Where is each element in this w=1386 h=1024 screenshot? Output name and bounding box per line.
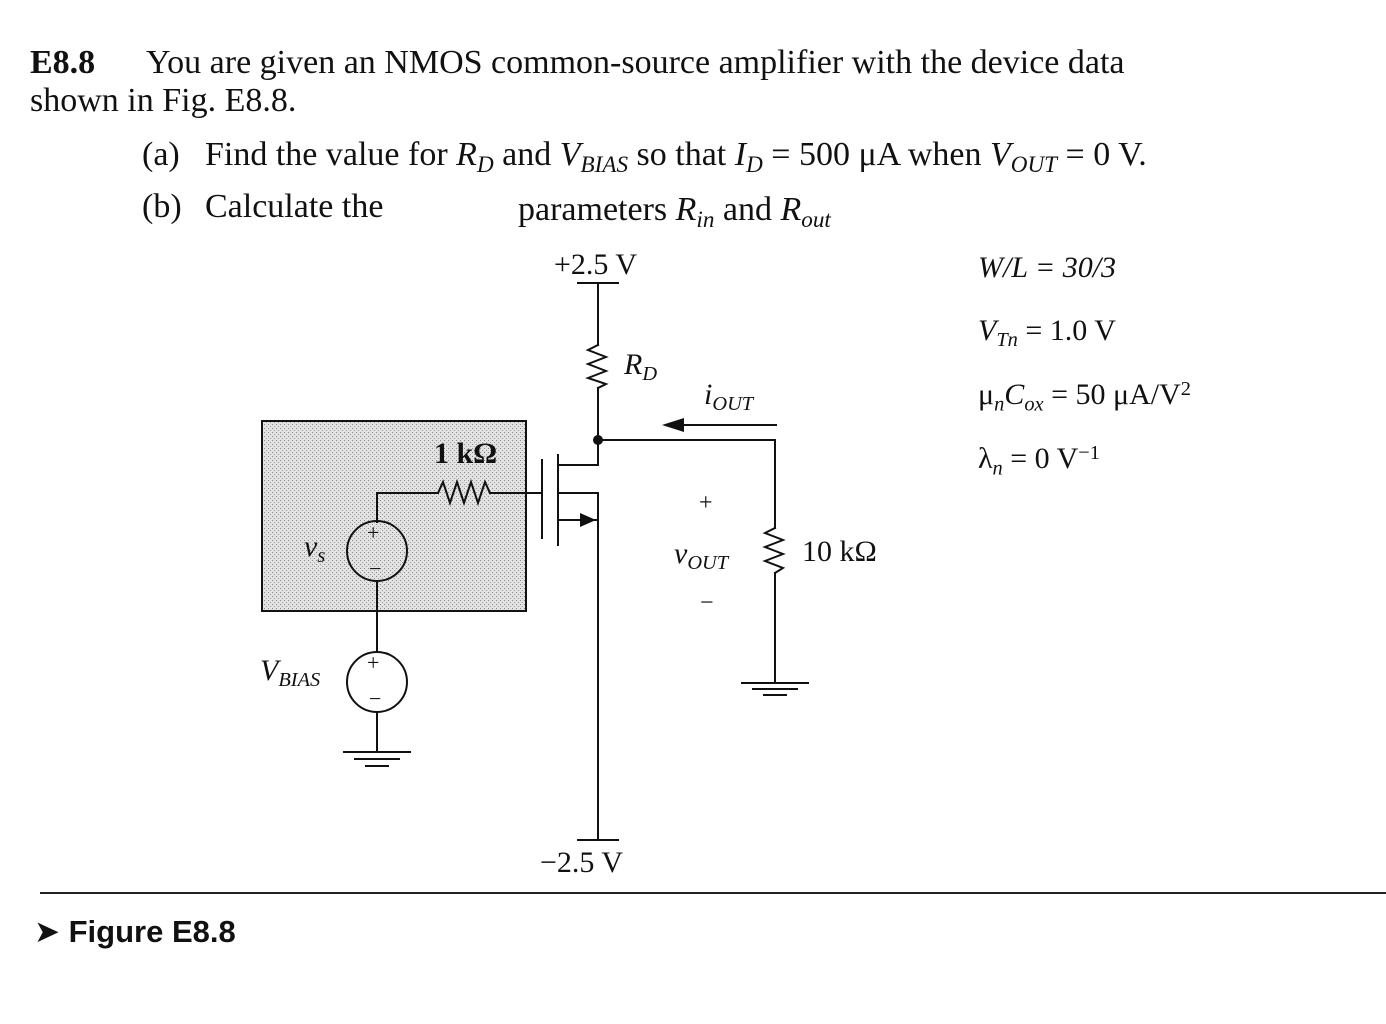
part-b-t3: and	[714, 191, 781, 228]
rs-resistor	[436, 478, 492, 507]
id-symbol: I	[734, 136, 747, 173]
vbias-plus-sign: +	[367, 650, 380, 675]
vbias-label-sub: BIAS	[278, 669, 321, 692]
vtn-main: V	[978, 314, 997, 347]
signal-source-box	[261, 420, 527, 612]
problem-number: E8.8	[30, 44, 96, 81]
part-a-t2: and	[493, 136, 560, 173]
part-b-text-end: parameters Rin and Rout	[518, 191, 831, 234]
vbias-minus-sign: −	[369, 686, 382, 711]
vbias-label: VBIAS	[260, 654, 320, 692]
rin-subscript: in	[696, 206, 715, 233]
rd-label-sub: D	[642, 363, 658, 386]
cox-sub: ox	[1024, 393, 1044, 416]
vs-minus-sign: −	[369, 556, 382, 581]
nmos-source-arrow-icon	[580, 513, 596, 527]
mu-main: μ	[978, 378, 995, 412]
rin-symbol: R	[675, 191, 697, 228]
vss-label: −2.5 V	[540, 846, 624, 879]
device-wl: W/L = 30/3	[978, 251, 1116, 285]
part-a-t4: = 500 μA when	[762, 136, 990, 173]
drain-node-dot	[593, 435, 603, 445]
part-b-t2: parameters	[518, 191, 676, 228]
rout-symbol: R	[780, 191, 802, 228]
iout-arrow-head-icon	[662, 418, 684, 432]
id-subscript: D	[746, 151, 763, 178]
vdd-label: +2.5 V	[554, 248, 638, 281]
part-a-text: Find the value for RD and VBIAS so that …	[205, 136, 1147, 179]
vout-minus-sign: −	[700, 590, 714, 616]
vtn-sub: Tn	[996, 329, 1018, 352]
caption-text: Figure E8.8	[68, 914, 236, 949]
caption-rule	[40, 892, 1386, 894]
vs-label: vs	[304, 530, 325, 568]
rd-resistor	[585, 343, 609, 390]
vout-label-sub: OUT	[687, 552, 729, 575]
lambda-exponent: −1	[1078, 442, 1100, 464]
device-mucox: μnCox = 50 μA/V2	[978, 378, 1191, 416]
rd-symbol: R	[456, 136, 477, 173]
statement-line-1: You are given an NMOS common-source ampl…	[146, 44, 1125, 81]
mucox-value: = 50 μA/V	[1043, 378, 1181, 412]
iout-label-main: i	[704, 378, 713, 411]
rs-value-label: 1 kΩ	[434, 437, 498, 470]
vout-subscript: OUT	[1010, 151, 1058, 178]
rout-subscript: out	[801, 206, 831, 233]
vs-label-sub: s	[317, 545, 326, 568]
part-a-t3: so that	[628, 136, 735, 173]
device-vtn: VTn = 1.0 V	[978, 314, 1116, 352]
lambda-sub: n	[992, 457, 1003, 480]
vs-label-main: v	[304, 530, 318, 563]
vbias-label-main: V	[260, 654, 279, 687]
caption-arrow-icon: ➤	[34, 914, 60, 949]
iout-label: iOUT	[704, 378, 753, 416]
vout-label: vOUT	[674, 537, 728, 575]
cox-main: C	[1004, 378, 1025, 412]
vbias-symbol: V	[559, 136, 581, 173]
vout-symbol: V	[990, 136, 1011, 173]
part-b-text-start: Calculate the	[205, 188, 384, 225]
device-wl-text: W/L = 30/3	[978, 251, 1117, 284]
rl-resistor	[762, 526, 786, 575]
iout-label-sub: OUT	[712, 393, 754, 416]
vout-plus-sign: +	[699, 490, 713, 516]
lambda-main: λ	[978, 442, 993, 476]
rd-subscript: D	[476, 151, 494, 178]
part-b-label: (b)	[142, 188, 182, 225]
vtn-value: = 1.0 V	[1017, 314, 1116, 347]
statement-line-2: shown in Fig. E8.8.	[30, 82, 297, 119]
part-a-label: (a)	[142, 136, 180, 173]
rl-value-label: 10 kΩ	[802, 535, 877, 568]
vs-plus-sign: +	[367, 520, 380, 545]
vout-label-main: v	[674, 537, 688, 570]
rd-label: RD	[624, 348, 657, 386]
rd-label-main: R	[624, 348, 643, 381]
mucox-exponent: 2	[1180, 378, 1191, 400]
figure-caption: ➤ Figure E8.8	[34, 914, 236, 950]
device-lambda: λn = 0 V−1	[978, 442, 1100, 480]
vbias-subscript: BIAS	[580, 151, 629, 178]
part-a-t1: Find the value for	[205, 136, 457, 173]
lambda-value: = 0 V	[1002, 442, 1079, 476]
mu-sub: n	[994, 393, 1005, 416]
part-a-t5: = 0 V.	[1057, 136, 1147, 173]
